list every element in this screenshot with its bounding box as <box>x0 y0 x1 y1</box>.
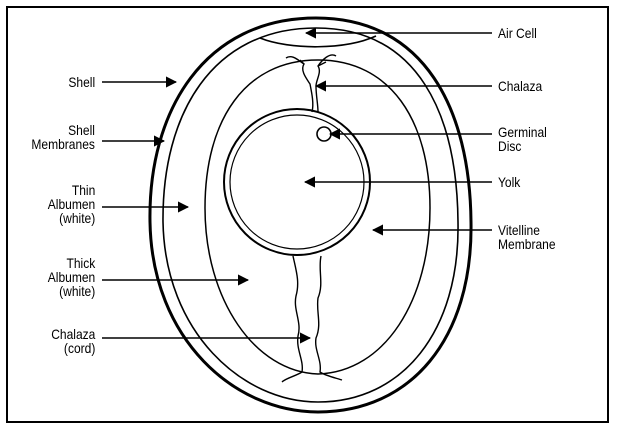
label-chalaza: Chalaza <box>498 79 542 93</box>
label-thin-albumen-line-1: Thin <box>47 183 95 197</box>
label-shell-membranes: Shell Membranes <box>31 123 95 151</box>
label-air-cell-text: Air Cell <box>498 26 537 40</box>
label-vitelline-membrane-line-1: Vitelline <box>498 223 556 237</box>
label-yolk-text: Yolk <box>498 175 520 189</box>
label-air-cell: Air Cell <box>498 26 537 40</box>
chalaza-top <box>286 55 336 112</box>
label-thick-albumen-line-1: Thick <box>47 256 95 270</box>
label-chalaza-cord: Chalaza (cord) <box>51 327 95 355</box>
label-shell-membranes-line-1: Shell <box>31 123 95 137</box>
right-pointer-arrows <box>305 33 492 230</box>
label-chalaza-cord-line-2: (cord) <box>51 341 95 355</box>
label-germinal-disc-line-1: Germinal <box>498 125 547 139</box>
label-thick-albumen: Thick Albumen (white) <box>47 256 95 298</box>
eggshell <box>150 18 471 412</box>
label-yolk: Yolk <box>498 175 520 189</box>
left-pointer-arrows <box>102 82 310 338</box>
germinal-disc <box>317 127 331 141</box>
label-vitelline-membrane: Vitelline Membrane <box>498 223 556 251</box>
label-thin-albumen-line-3: (white) <box>47 211 95 225</box>
label-thin-albumen: Thin Albumen (white) <box>47 183 95 225</box>
chalaza-cord <box>282 256 342 382</box>
label-thick-albumen-line-2: Albumen <box>47 270 95 284</box>
label-shell: Shell <box>68 75 95 89</box>
label-vitelline-membrane-line-2: Membrane <box>498 237 556 251</box>
label-chalaza-cord-line-1: Chalaza <box>51 327 95 341</box>
label-thick-albumen-line-3: (white) <box>47 284 95 298</box>
air-cell-outline <box>260 36 376 47</box>
label-chalaza-text: Chalaza <box>498 79 542 93</box>
label-germinal-disc-line-2: Disc <box>498 139 547 153</box>
label-germinal-disc: Germinal Disc <box>498 125 547 153</box>
label-shell-text: Shell <box>68 75 95 89</box>
label-thin-albumen-line-2: Albumen <box>47 197 95 211</box>
label-shell-membranes-line-2: Membranes <box>31 137 95 151</box>
